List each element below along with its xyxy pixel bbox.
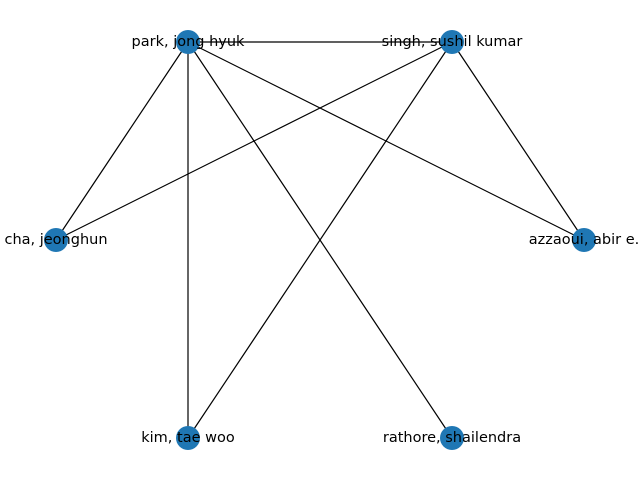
node-label-cha: cha, jeonghun xyxy=(4,232,107,248)
edge-layer xyxy=(55,41,585,439)
node-label-kim: kim, tae woo xyxy=(141,430,235,446)
node-kim xyxy=(176,426,200,450)
node-layer xyxy=(44,30,596,450)
node-label-park: park, jong hyuk xyxy=(132,34,246,50)
node-label-azzaoui: azzaoui, abir e. xyxy=(529,232,640,248)
edge-singh-azzaoui xyxy=(451,41,585,241)
edge-park-cha xyxy=(55,41,189,241)
label-layer: park, jong hyuk singh, sushil kumar cha, j… xyxy=(4,34,639,446)
node-azzaoui xyxy=(572,228,596,252)
edge-singh-kim xyxy=(187,41,453,439)
node-singh xyxy=(440,30,464,54)
node-label-rathore: rathore, shailendra xyxy=(383,430,521,446)
edge-singh-cha xyxy=(55,41,453,241)
node-park xyxy=(176,30,200,54)
node-label-singh: singh, sushil kumar xyxy=(382,34,523,50)
node-rathore xyxy=(440,426,464,450)
node-cha xyxy=(44,228,68,252)
